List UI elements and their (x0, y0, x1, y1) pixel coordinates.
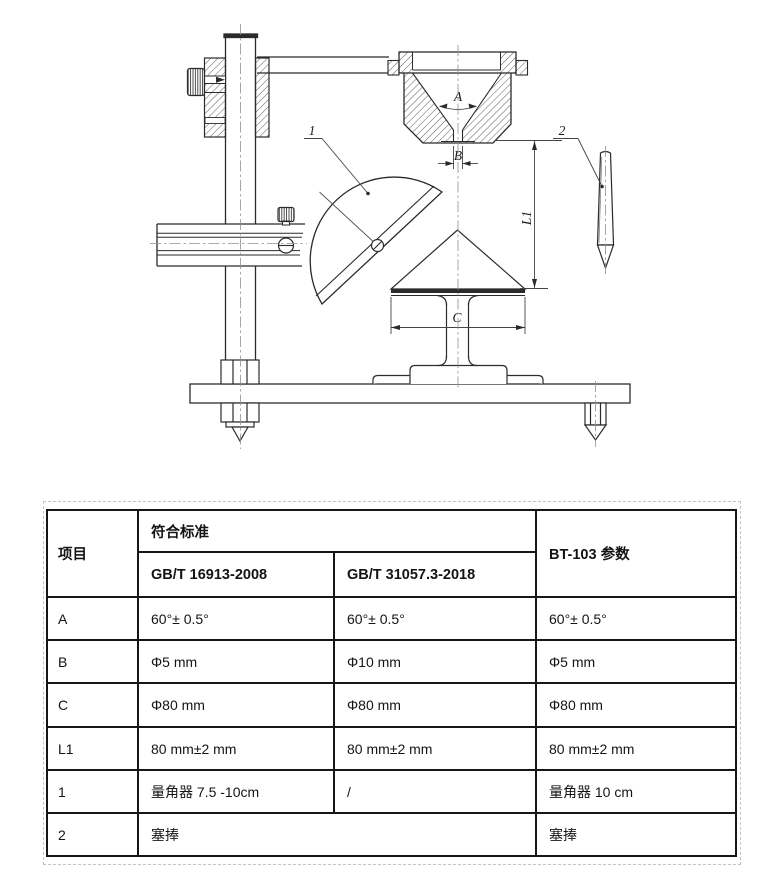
cell-std2: 60°± 0.5° (333, 596, 537, 641)
dim-c-label: C (452, 310, 462, 325)
header-standards: 符合标准 (137, 509, 537, 553)
lower-arm (156, 206, 305, 267)
dim-l1-label-bg (520, 208, 533, 228)
part2-label: 2 (559, 123, 566, 138)
dim-b-label: B (454, 148, 462, 163)
clamp-block (186, 57, 270, 138)
cell-merged: 塞捧 (137, 812, 537, 857)
cell-item: B (46, 639, 139, 684)
cell-std2: Φ80 mm (333, 682, 537, 728)
part2-callout (553, 138, 604, 189)
technical-drawing: C (150, 24, 631, 449)
table-row: 1 量角器 7.5 -10cm / 量角器 10 cm (46, 769, 737, 814)
cell-product: 量角器 10 cm (535, 769, 737, 814)
protractor (309, 176, 444, 306)
arm-knob (277, 206, 295, 223)
table-row: A 60°± 0.5° 60°± 0.5° 60°± 0.5° (46, 596, 737, 641)
cell-std1: Φ80 mm (137, 682, 335, 728)
header-item: 项目 (46, 509, 139, 598)
header-product: BT-103 参数 (535, 509, 737, 598)
part1-label: 1 (309, 123, 316, 138)
header-std1: GB/T 16913-2008 (137, 551, 335, 598)
base-plate (189, 383, 631, 404)
cell-product: 塞捧 (535, 812, 737, 857)
cell-item: 1 (46, 769, 139, 814)
cell-std1: 80 mm±2 mm (137, 726, 335, 771)
cell-std2: 80 mm±2 mm (333, 726, 537, 771)
table-row: L1 80 mm±2 mm 80 mm±2 mm 80 mm±2 mm (46, 726, 737, 771)
cell-product: Φ80 mm (535, 682, 737, 728)
table-row: 2 塞捧 塞捧 (46, 812, 737, 857)
dimension-b (438, 146, 478, 169)
cell-product: 60°± 0.5° (535, 596, 737, 641)
table-frame (43, 501, 741, 865)
dim-c-label-bg (450, 311, 465, 324)
cell-item: A (46, 596, 139, 641)
cell-std2: Φ10 mm (333, 639, 537, 684)
clamp-knob (186, 67, 206, 97)
cell-std1: Φ5 mm (137, 639, 335, 684)
cell-item: C (46, 682, 139, 728)
dim-l1-label: L1 (519, 211, 534, 226)
cone-pedestal (372, 294, 544, 384)
left-foot (220, 359, 260, 443)
table-row: B Φ5 mm Φ10 mm Φ5 mm (46, 639, 737, 684)
test-rod (596, 150, 615, 270)
dim-a-label: A (453, 89, 463, 104)
cell-item: L1 (46, 726, 139, 771)
cell-product: Φ5 mm (535, 639, 737, 684)
spec-table: 项目 符合标准 BT-103 参数 GB/T 16913-2008 GB/T 3… (46, 509, 737, 857)
cell-std1: 量角器 7.5 -10cm (137, 769, 335, 814)
dimension-l1 (495, 140, 562, 289)
cell-std2: / (333, 769, 537, 814)
funnel (387, 51, 529, 144)
upper-arm (257, 56, 389, 74)
header-std2: GB/T 31057.3-2018 (333, 551, 537, 598)
centerlines (150, 24, 606, 449)
cell-item: 2 (46, 812, 139, 857)
part1-callout (304, 138, 370, 196)
table-row: C Φ80 mm Φ80 mm Φ80 mm (46, 682, 737, 728)
cell-product: 80 mm±2 mm (535, 726, 737, 771)
cell-std1: 60°± 0.5° (137, 596, 335, 641)
